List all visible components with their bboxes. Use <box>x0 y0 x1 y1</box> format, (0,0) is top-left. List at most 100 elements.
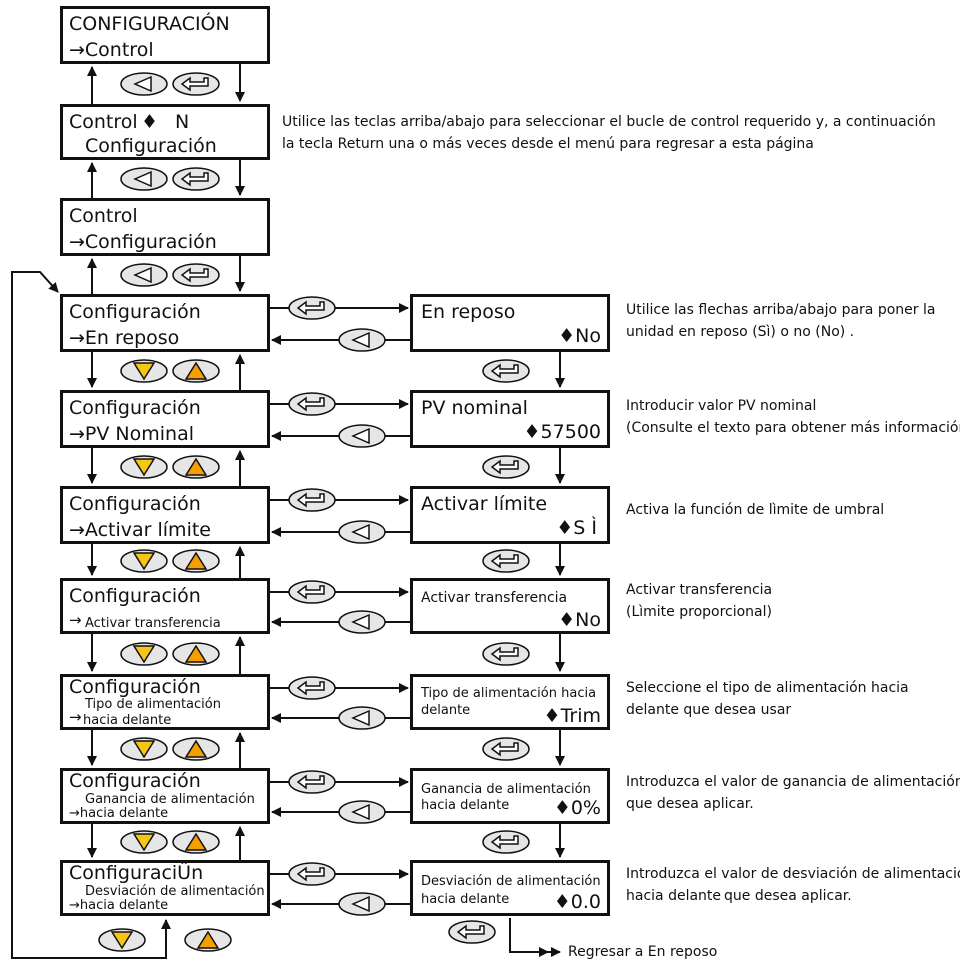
menu-line1: Control <box>69 111 138 133</box>
note-en-reposo-2: unidad en reposo (Sì) o no (No) . <box>626 324 855 340</box>
return-key-icon[interactable] <box>482 830 530 854</box>
param-label: Activar transferencia <box>421 590 568 606</box>
param-value: ♦0% <box>553 797 601 819</box>
menu-line2: Activar transferencia <box>85 616 221 631</box>
menu-box-tipo-alimentacion: Configuración Tipo de alimentación → hac… <box>60 674 270 730</box>
down-key-icon[interactable] <box>120 455 168 479</box>
menu-box-pv-nominal: Configuración →PV Nominal <box>60 390 270 448</box>
keys <box>98 72 530 952</box>
menu-box-control-config: Control →Configuración <box>60 198 270 256</box>
return-key-icon[interactable] <box>482 359 530 383</box>
updown-icon: ♦ <box>141 111 159 133</box>
menu-line1: Configuración <box>69 397 201 419</box>
return-key-icon[interactable] <box>288 676 336 700</box>
param-label: Activar límite <box>421 493 548 515</box>
menu-box-activar-transferencia: Configuración → Activar transferencia <box>60 578 270 634</box>
back-key-icon[interactable] <box>338 424 386 448</box>
return-key-icon[interactable] <box>172 263 220 287</box>
back-key-icon[interactable] <box>120 263 168 287</box>
up-key-icon[interactable] <box>172 642 220 666</box>
menu-box-activar-limite: Configuración →Activar límite <box>60 486 270 544</box>
up-key-icon[interactable] <box>172 359 220 383</box>
return-key-icon[interactable] <box>288 770 336 794</box>
connectors <box>11 64 565 959</box>
param-box-pv-nominal: PV nominal ♦57500 <box>410 390 610 448</box>
menu-line1: Configuración <box>69 493 201 515</box>
param-box-en-reposo: En reposo ♦No <box>410 294 610 352</box>
note-desviacion-1: Introduzca el valor de desviación de ali… <box>626 866 960 882</box>
up-key-icon[interactable] <box>172 737 220 761</box>
return-key-icon[interactable] <box>448 920 496 944</box>
menu-line2: →PV Nominal <box>69 423 195 445</box>
note-tipo-2: delante que desea usar <box>626 702 792 718</box>
menu-line2: →Control <box>69 39 154 61</box>
menu-line2: Configuración <box>85 135 217 157</box>
note-pv-nominal-1: Introducir valor PV nominal <box>626 398 817 414</box>
param-label: PV nominal <box>421 397 528 419</box>
return-key-icon[interactable] <box>482 455 530 479</box>
return-key-icon[interactable] <box>172 167 220 191</box>
param-box-tipo-alimentacion: Tipo de alimentación hacia delante ♦Trim <box>410 674 610 730</box>
back-key-icon[interactable] <box>338 520 386 544</box>
return-key-icon[interactable] <box>288 862 336 886</box>
menu-line2b: →hacia delante <box>69 898 169 913</box>
note-select-loop-1: Utilice las teclas arriba/abajo para sel… <box>282 114 936 130</box>
down-key-icon[interactable] <box>120 549 168 573</box>
menu-line2a: Desviación de alimentación <box>85 884 265 899</box>
back-key-icon[interactable] <box>338 706 386 730</box>
note-transferencia-1: Activar transferencia <box>626 582 773 598</box>
param-label-2: delante <box>421 703 471 718</box>
down-key-icon[interactable] <box>120 830 168 854</box>
menu-line2: →Activar límite <box>69 519 211 541</box>
back-key-icon[interactable] <box>338 892 386 916</box>
back-key-icon[interactable] <box>338 800 386 824</box>
loop-number: N <box>175 111 190 133</box>
return-key-icon[interactable] <box>482 642 530 666</box>
menu-line1: Configuración <box>69 676 201 698</box>
menu-box-control-n: Control ♦ N Configuración <box>60 104 270 160</box>
back-key-icon[interactable] <box>120 167 168 191</box>
back-key-icon[interactable] <box>338 328 386 352</box>
param-label: Tipo de alimentación hacia <box>421 686 597 701</box>
return-key-icon[interactable] <box>172 72 220 96</box>
note-pv-nominal-2: (Consulte el texto para obtener más info… <box>626 420 960 436</box>
param-value: ♦No <box>558 325 601 347</box>
menu-line1: ConfiguraciÛn <box>69 862 204 884</box>
param-box-desviacion: Desviación de alimentación hacia delante… <box>410 860 610 916</box>
back-key-icon[interactable] <box>120 72 168 96</box>
up-key-icon[interactable] <box>184 928 232 952</box>
menu-line1: Configuración <box>69 301 201 323</box>
menu-line1: Control <box>69 205 138 227</box>
param-box-activar-transferencia: Activar transferencia ♦No <box>410 578 610 634</box>
down-key-icon[interactable] <box>120 359 168 383</box>
menu-line1: CONFIGURACIÓN <box>69 13 230 35</box>
param-label: En reposo <box>421 301 516 323</box>
return-key-icon[interactable] <box>288 392 336 416</box>
param-label: Ganancia de alimentación <box>421 782 591 797</box>
menu-box-config-control: CONFIGURACIÓN →Control <box>60 6 270 64</box>
down-key-icon[interactable] <box>120 642 168 666</box>
return-key-icon[interactable] <box>482 737 530 761</box>
return-key-icon[interactable] <box>288 580 336 604</box>
back-key-icon[interactable] <box>338 610 386 634</box>
up-key-icon[interactable] <box>172 455 220 479</box>
down-key-icon[interactable] <box>98 928 146 952</box>
return-key-icon[interactable] <box>288 296 336 320</box>
up-key-icon[interactable] <box>172 549 220 573</box>
note-ganancia-2: que desea aplicar. <box>626 796 754 812</box>
menu-line2b: →hacia delante <box>69 806 169 821</box>
param-value: ♦S Ì <box>556 517 597 539</box>
note-tipo-1: Seleccione el tipo de alimentación hacia <box>626 680 909 696</box>
note-transferencia-2: (Lìmite proporcional) <box>626 604 772 620</box>
down-key-icon[interactable] <box>120 737 168 761</box>
param-value: ♦0.0 <box>553 891 601 913</box>
return-key-icon[interactable] <box>288 488 336 512</box>
up-key-icon[interactable] <box>172 830 220 854</box>
menu-line2a: Tipo de alimentación <box>85 697 221 712</box>
param-label: Desviación de alimentación <box>421 874 601 889</box>
note-activar-limite: Activa la función de lìmite de umbral <box>626 502 885 518</box>
param-value: ♦No <box>558 609 601 631</box>
return-key-icon[interactable] <box>482 549 530 573</box>
note-ganancia-1: Introduzca el valor de ganancia de alime… <box>626 774 960 790</box>
